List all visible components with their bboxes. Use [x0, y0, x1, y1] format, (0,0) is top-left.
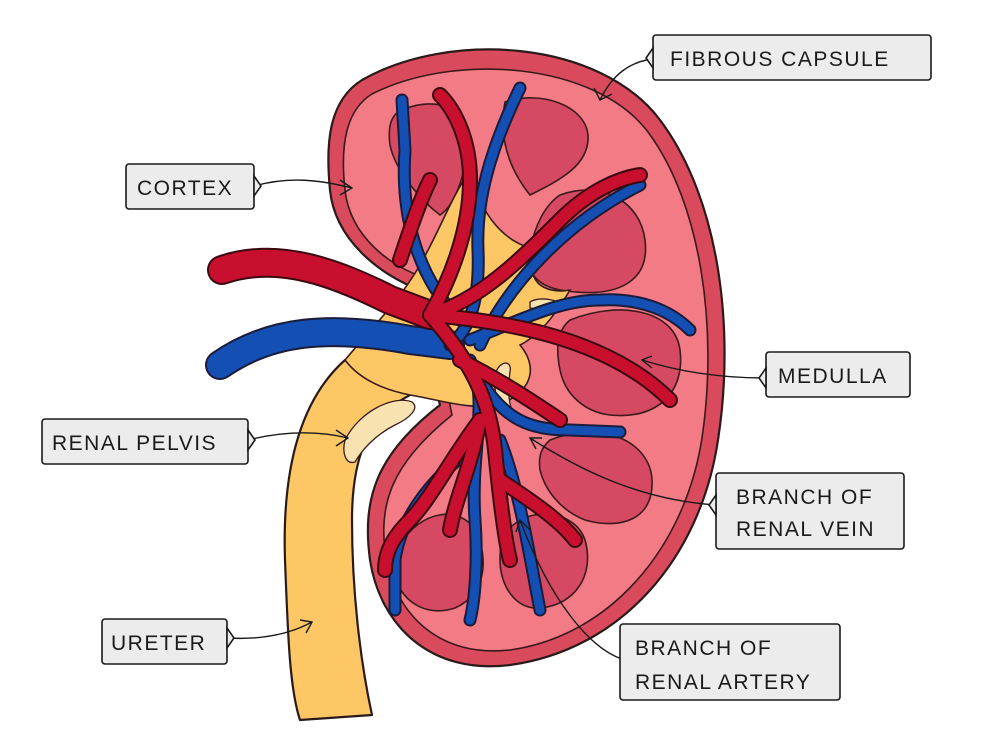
leader-medulla-arrow: [640, 355, 653, 369]
leader-ureter-arrow: [299, 619, 314, 634]
renal-artery: [207, 87, 678, 578]
leader-renal-vein: [529, 437, 717, 506]
label-renal-pelvis-text: RENAL PELVIS: [52, 432, 217, 455]
label-medulla: MEDULLA: [758, 351, 911, 398]
label-medulla-text: MEDULLA: [778, 365, 888, 388]
leader-renal-artery-arrow: [515, 518, 531, 533]
label-ureter: URETER: [101, 618, 235, 665]
label-ureter-text: URETER: [111, 632, 206, 655]
leader-renal-pelvis-arrow: [335, 429, 350, 447]
label-renal-vein-line1: BRANCH OF: [736, 486, 873, 509]
leader-cortex-arrow: [339, 179, 354, 196]
pyramid-2: [502, 97, 589, 197]
ureter-tube: [283, 358, 412, 722]
label-renal-artery-line2: RENAL ARTERY: [635, 671, 811, 694]
label-branch-renal-vein: BRANCH OF RENAL VEIN: [708, 472, 905, 550]
label-renal-artery-line1: BRANCH OF: [635, 637, 772, 660]
leader-fibrous-capsule-arrow: [593, 87, 613, 101]
label-renal-pelvis: RENAL PELVIS: [41, 418, 256, 465]
leader-medulla: [641, 359, 767, 379]
leader-renal-pelvis: [247, 432, 349, 441]
label-fibrous-capsule-text: FIBROUS CAPSULE: [670, 48, 890, 71]
label-fibrous-capsule: FIBROUS CAPSULE: [645, 34, 932, 81]
pyramid-5: [538, 431, 653, 525]
label-cortex-text: CORTEX: [137, 177, 233, 200]
leader-renal-vein-arrow: [528, 437, 542, 450]
leader-cortex: [253, 179, 353, 189]
label-branch-renal-artery: BRANCH OF RENAL ARTERY: [619, 623, 841, 701]
calyx-highlight-1: [343, 399, 416, 464]
leader-ureter: [226, 621, 313, 640]
label-renal-vein-line2: RENAL VEIN: [736, 518, 875, 541]
leader-lines: [222, 53, 771, 665]
leader-renal-artery: [519, 519, 626, 661]
label-cortex: CORTEX: [125, 163, 262, 210]
